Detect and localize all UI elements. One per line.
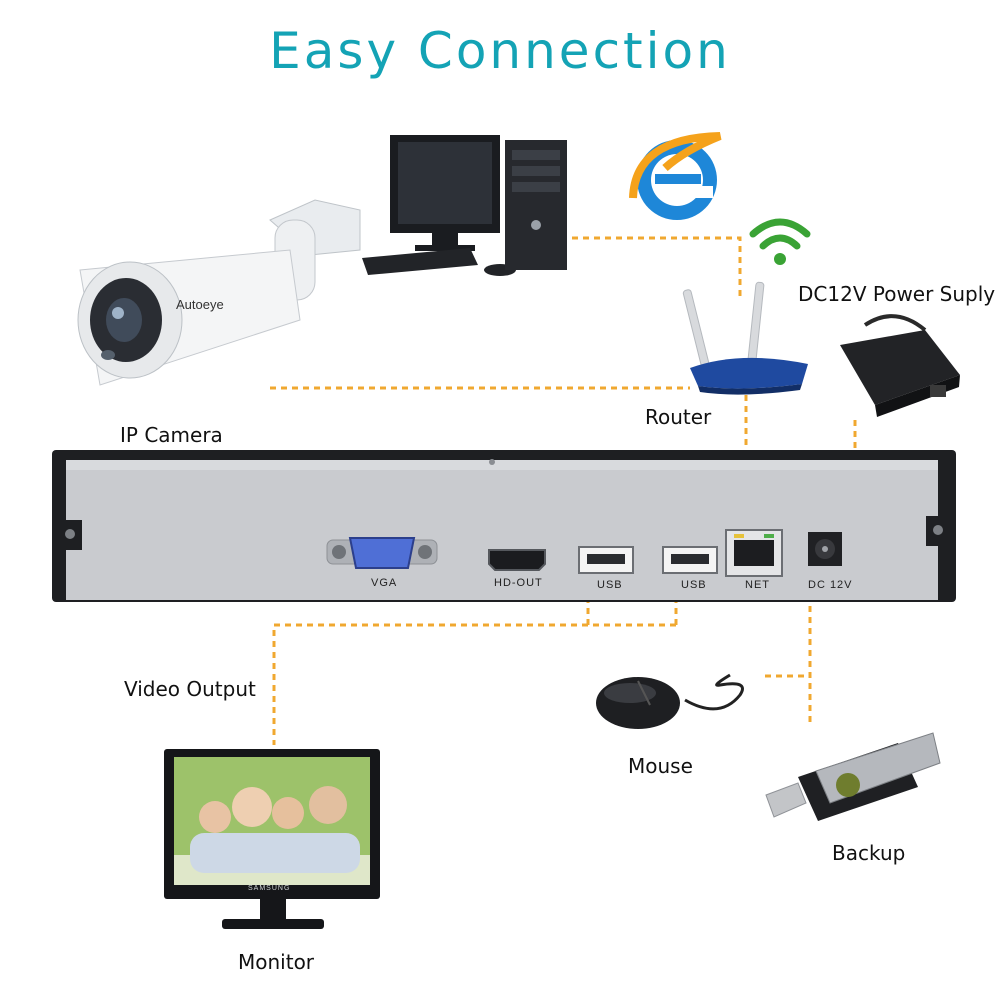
usb-flash-drive-icon <box>765 732 941 821</box>
mouse-icon <box>596 673 744 729</box>
usb-port-2 <box>662 546 718 574</box>
net-port <box>725 529 783 577</box>
usb-port-1-label: USB <box>597 579 623 591</box>
line-usb-monitor <box>272 623 676 745</box>
diagram-title: Easy Connection <box>269 22 731 80</box>
monitor-icon <box>164 749 380 929</box>
monitor-brand-logo: SAMSUNG <box>248 885 291 892</box>
ip-camera-icon <box>77 199 361 386</box>
net-port-label: NET <box>745 579 770 591</box>
router-icon <box>682 281 808 395</box>
mouse-label: Mouse <box>628 754 693 778</box>
usb-port-1 <box>578 546 634 574</box>
vga-port-label: VGA <box>371 577 398 589</box>
dc-power-port <box>808 532 842 566</box>
router-label: Router <box>645 405 712 429</box>
monitor-label: Monitor <box>238 950 315 974</box>
hdmi-port <box>488 549 546 571</box>
power-supply-label: DC12V Power Suply <box>798 282 996 306</box>
vga-port <box>326 537 438 569</box>
dc-port-label: DC 12V <box>808 579 853 591</box>
internet-browser-icon <box>629 132 722 220</box>
nvr-recorder-icon <box>52 450 956 602</box>
ip-camera-label: IP Camera <box>120 423 223 447</box>
wifi-icon <box>749 218 811 265</box>
desktop-pc-icon <box>362 135 567 276</box>
hd-out-port-label: HD-OUT <box>494 577 543 589</box>
line-pc-router <box>572 236 742 300</box>
power-adapter-icon <box>840 314 960 417</box>
camera-logo: Autoeye <box>176 297 224 312</box>
usb-port-2-label: USB <box>681 579 707 591</box>
backup-label: Backup <box>832 841 906 865</box>
video-output-label: Video Output <box>124 677 256 701</box>
